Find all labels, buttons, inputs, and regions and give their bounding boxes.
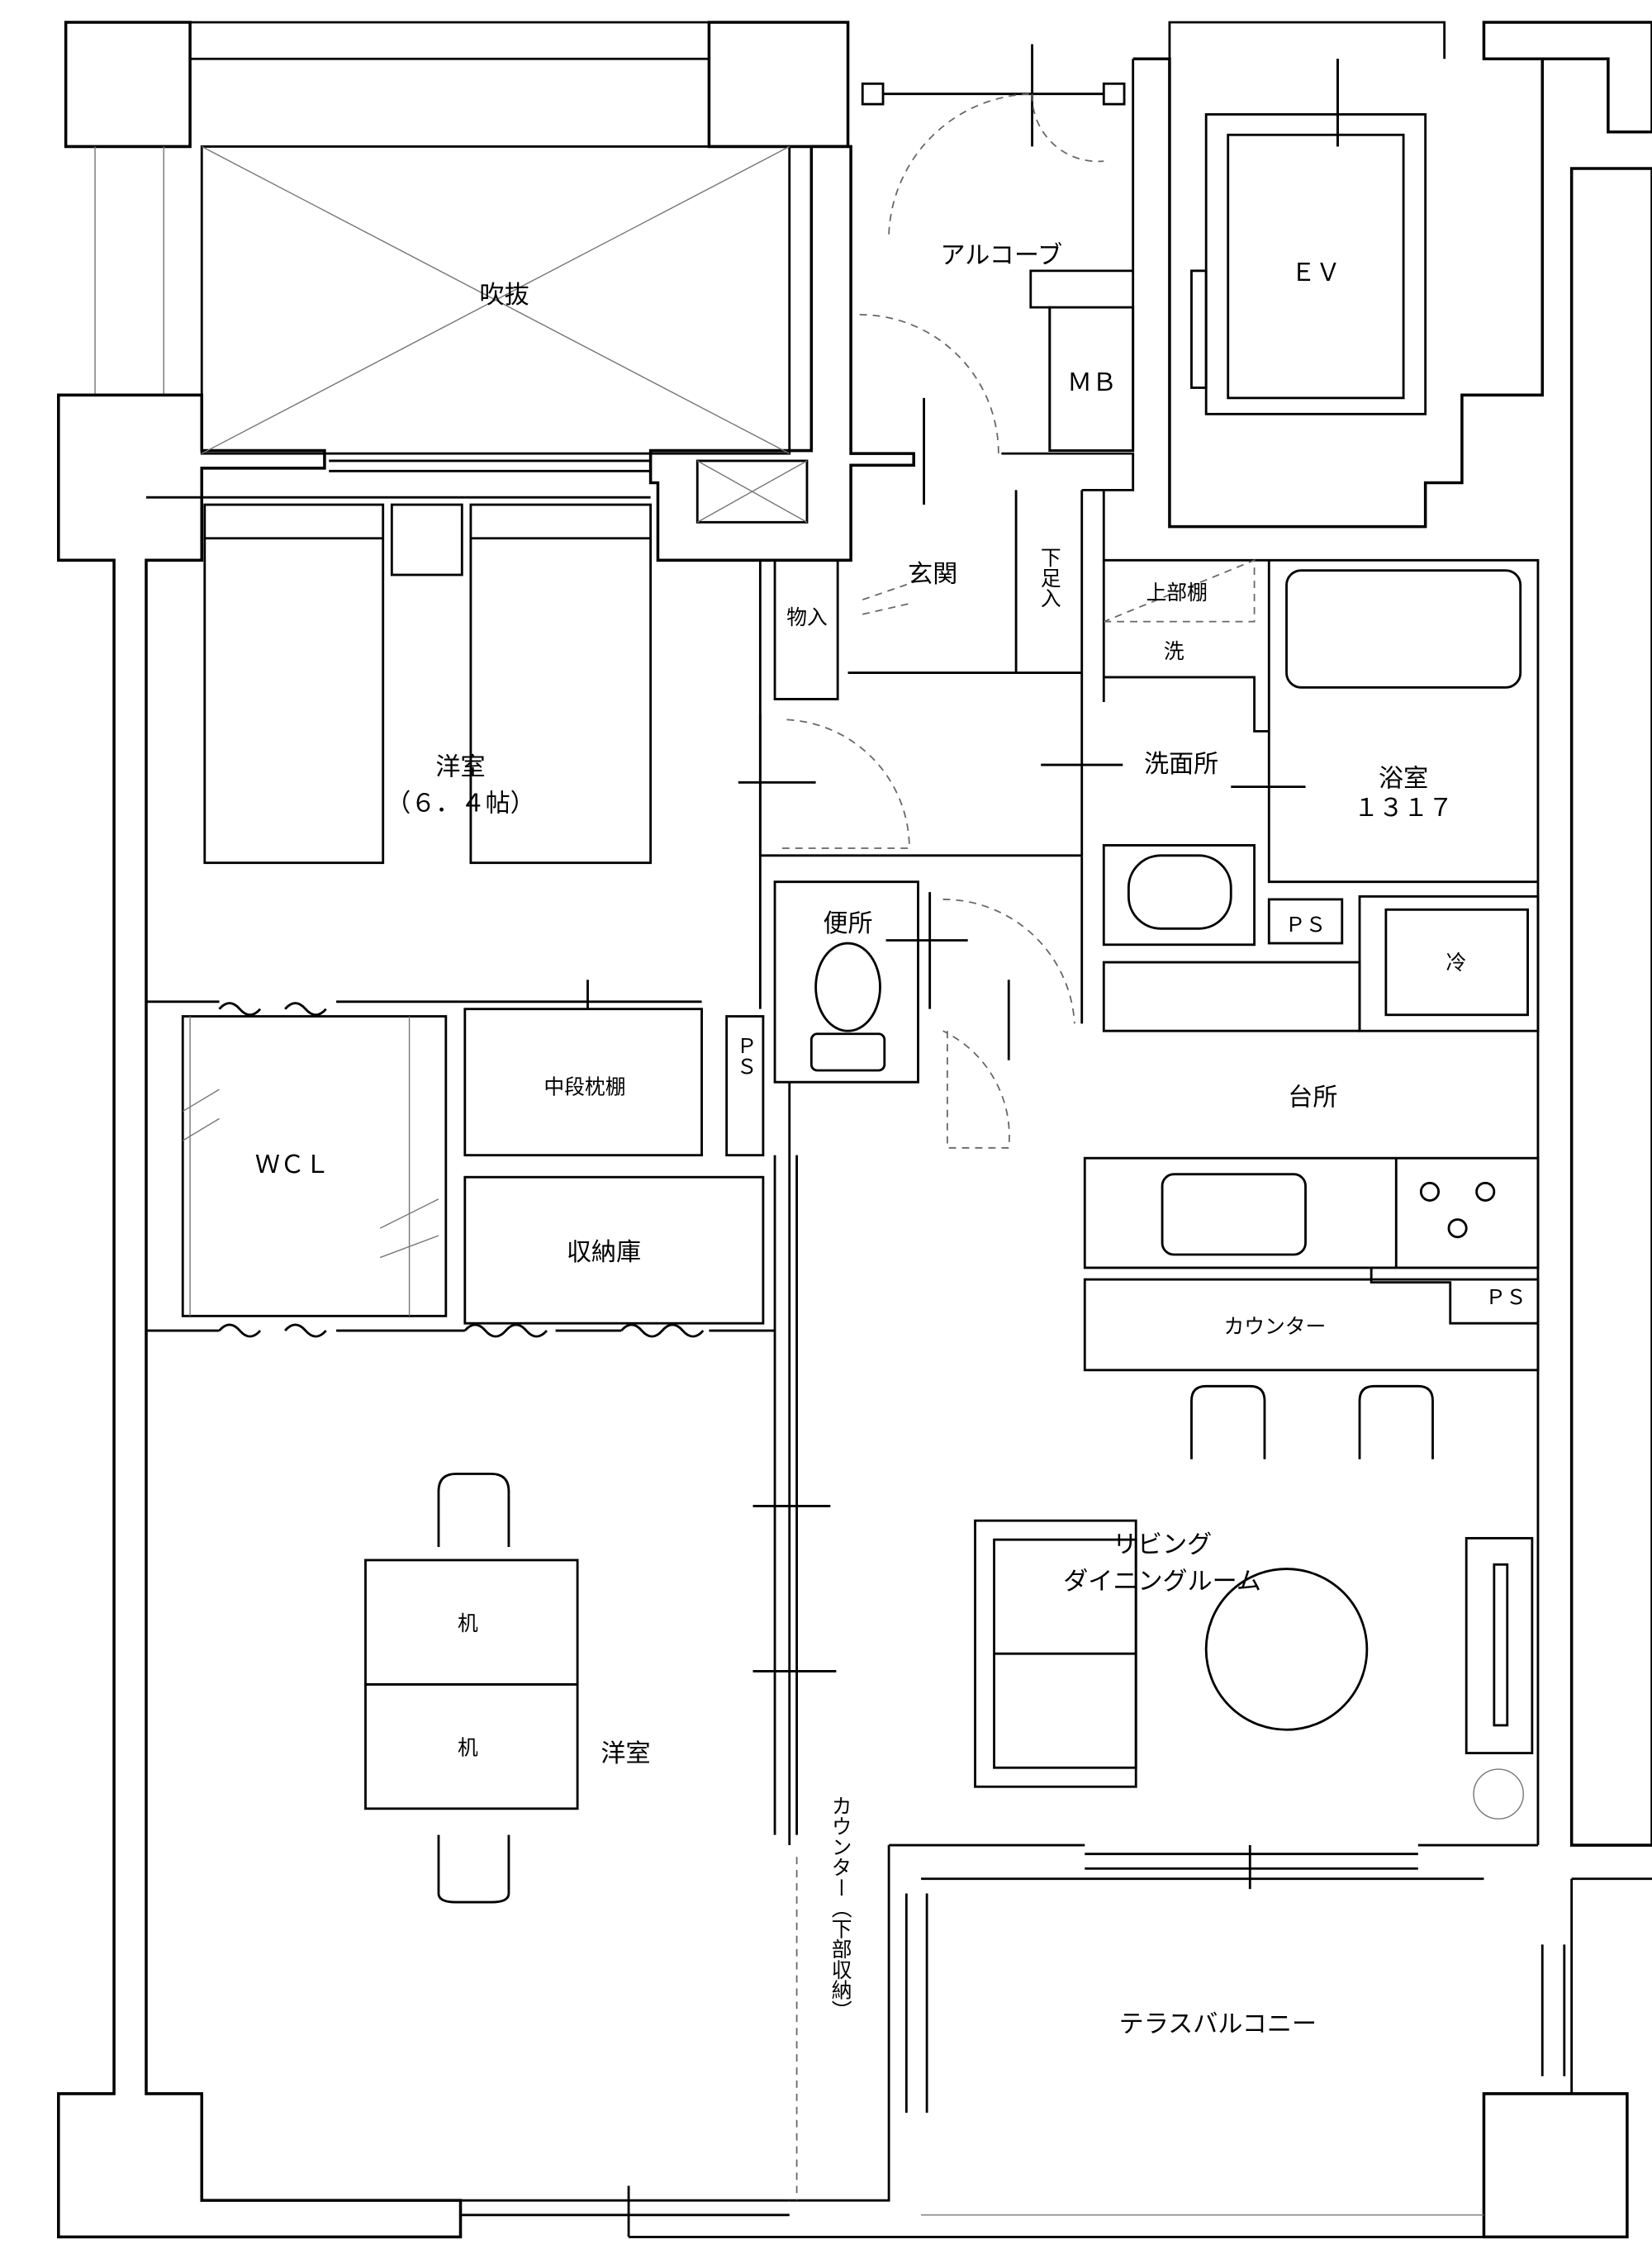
entrance: 玄関 物入 下足入	[773, 490, 1082, 700]
bedroom-size-label: （６．４帖）	[386, 790, 534, 818]
alcove-label: アルコーブ	[941, 241, 1063, 270]
living-dining: リビング ダイニングルーム	[752, 1155, 1534, 1890]
storage-label: 収納庫	[567, 1238, 641, 1267]
terrace: テラスバルコニー	[904, 1893, 1566, 2113]
upper-shelf-label: 上部棚	[1146, 581, 1208, 605]
bath-size-label: １３１７	[1354, 794, 1453, 823]
ps-label-3: ＰＳ	[1485, 1285, 1526, 1309]
washroom: 上部棚 洗 洗面所 浴室 １３１７ ＰＳ 冷	[1041, 490, 1540, 1032]
washer-label: 洗	[1164, 639, 1184, 663]
toilet-label: 便所	[823, 909, 872, 938]
entrance-label: 玄関	[908, 560, 957, 589]
elevator: ＥＶ	[1190, 59, 1427, 415]
living-label: リビング	[1113, 1530, 1212, 1559]
kitchen-label: 台所	[1288, 1083, 1337, 1112]
storage-label-1: 物入	[786, 605, 828, 629]
dining-label: ダイニングルーム	[1063, 1567, 1261, 1596]
void-area: 吹抜	[200, 145, 809, 524]
kitchen: 台所 ＰＳ カウンター	[1083, 1083, 1540, 1459]
wcl-label: ＷＣＬ	[255, 1151, 330, 1179]
pillow-shelf-label: 中段枕棚	[544, 1075, 625, 1098]
walk-in-closet: ＷＣＬ 中段枕棚 ＰＳ 収納庫	[145, 980, 776, 1338]
counter-label: カウンター	[1223, 1315, 1326, 1339]
mb-label: ＭＢ	[1067, 368, 1117, 397]
bedroom-label: 洋室	[435, 752, 485, 781]
counter-side-label: カウンター（下部収納）	[828, 1796, 852, 2020]
bedroom: 洋室 （６．４帖）	[145, 496, 791, 1846]
bath-label: 浴室	[1379, 765, 1428, 794]
western-room-label: 洋室	[601, 1739, 650, 1768]
desk-label-2: 机	[458, 1735, 478, 1759]
fridge-label: 冷	[1446, 951, 1466, 975]
walls	[57, 21, 1652, 2239]
terrace-label: テラスバルコニー	[1119, 2010, 1317, 2039]
western-room: 机 机 洋室 カウンター（下部収納）	[364, 1473, 852, 2237]
desk-label-1: 机	[458, 1611, 478, 1635]
void-label: 吹抜	[480, 281, 529, 310]
ps-label-2: ＰＳ	[733, 1036, 757, 1077]
shoe-storage-label: 下足入	[1037, 547, 1061, 608]
washroom-label: 洗面所	[1144, 750, 1218, 779]
ps-label-1: ＰＳ	[1285, 913, 1327, 937]
ev-label: ＥＶ	[1291, 259, 1341, 287]
